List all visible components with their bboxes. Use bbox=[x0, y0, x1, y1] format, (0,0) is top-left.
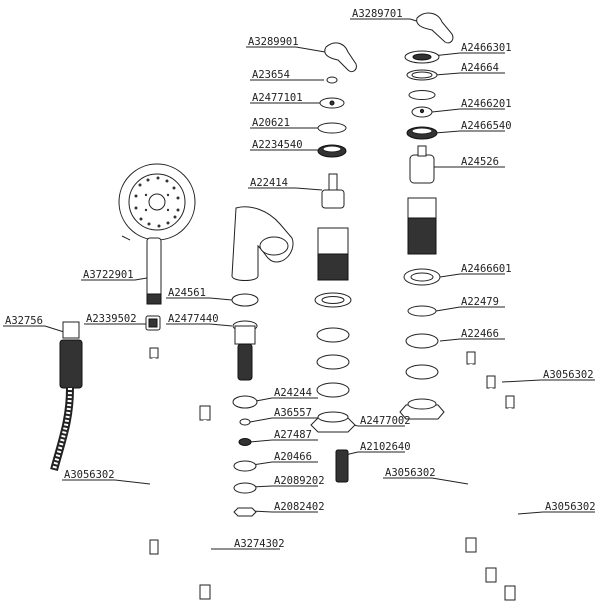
cap-dot-icon bbox=[419, 108, 425, 114]
washer-inner-icon bbox=[410, 272, 434, 282]
parts-drawing bbox=[50, 12, 516, 601]
washer-icon bbox=[233, 482, 257, 494]
body-cylinder-top-icon bbox=[317, 227, 349, 255]
part-label: A2477101 bbox=[252, 92, 303, 104]
o-ring-icon bbox=[317, 122, 347, 134]
o-ring-icon bbox=[231, 293, 259, 307]
part-label: A3289701 bbox=[352, 8, 403, 20]
part-label: A22466 bbox=[461, 328, 499, 340]
disc-hole-icon bbox=[329, 100, 335, 106]
washer-icon bbox=[232, 395, 258, 409]
hex-nut-top-icon bbox=[407, 398, 437, 410]
pipe-fitting-icon bbox=[505, 395, 515, 409]
flex-pipes bbox=[149, 347, 516, 601]
hose-connector-icon bbox=[62, 321, 80, 339]
pipe-fitting-icon bbox=[485, 567, 497, 583]
o-ring-icon bbox=[408, 90, 436, 100]
shower-handle-end-icon bbox=[146, 293, 162, 305]
o-ring-icon bbox=[316, 327, 350, 343]
small-ring-icon bbox=[239, 418, 251, 426]
disc-hole-icon bbox=[412, 53, 432, 61]
cartridge-stem-icon bbox=[417, 145, 427, 157]
part-label: A3274302 bbox=[234, 538, 285, 550]
pipe-fitting-icon bbox=[199, 405, 211, 421]
part-label: A20466 bbox=[274, 451, 312, 463]
body-cylinder-dark-icon bbox=[317, 253, 349, 281]
small-fitting-core-icon bbox=[148, 318, 158, 328]
lever-handle-right-icon bbox=[416, 12, 454, 44]
small-hex-nut-icon bbox=[233, 507, 257, 517]
part-label: A2234540 bbox=[252, 139, 303, 151]
part-label: A2477002 bbox=[360, 415, 411, 427]
part-label: A2466540 bbox=[461, 120, 512, 132]
pipe-fitting-icon bbox=[486, 375, 496, 389]
body-cylinder-dark-icon bbox=[407, 217, 437, 255]
part-label: A20621 bbox=[252, 117, 290, 129]
part-label: A22479 bbox=[461, 296, 499, 308]
pipe-fitting-icon bbox=[149, 539, 159, 555]
part-label: A3722901 bbox=[83, 269, 134, 281]
cartridge-stem-icon bbox=[328, 173, 338, 191]
o-ring-icon bbox=[405, 364, 439, 380]
shower-handle-icon bbox=[146, 237, 162, 301]
part-label: A24664 bbox=[461, 62, 499, 74]
pipe-fitting-icon bbox=[199, 584, 211, 600]
part-label: A2466201 bbox=[461, 98, 512, 110]
part-label: A3056302 bbox=[543, 369, 594, 381]
hose-sleeve-icon bbox=[59, 339, 83, 389]
part-label: A27487 bbox=[274, 429, 312, 441]
part-label: A2466301 bbox=[461, 42, 512, 54]
small-nut-icon bbox=[238, 438, 252, 446]
threaded-stud-icon bbox=[335, 449, 349, 483]
shower-nozzles bbox=[134, 176, 180, 228]
part-labels: A3289701 A3289901 A2466301 A24664 A23654… bbox=[5, 8, 596, 550]
fitting-thread-icon bbox=[237, 343, 253, 381]
part-label: A32756 bbox=[5, 315, 43, 327]
pipe-fitting-icon bbox=[504, 585, 516, 601]
lever-handle-left-icon bbox=[324, 42, 357, 73]
cartridge-icon bbox=[321, 189, 345, 209]
o-ring-icon bbox=[407, 305, 437, 317]
nut-inner-icon bbox=[411, 127, 433, 135]
o-ring-icon bbox=[316, 354, 350, 370]
part-label: A2477440 bbox=[168, 313, 219, 325]
cartridge-top-icon bbox=[409, 154, 435, 184]
part-label: A2339502 bbox=[86, 313, 137, 325]
pipe-fitting-icon bbox=[466, 351, 476, 365]
part-label: A3056302 bbox=[385, 467, 436, 479]
washer-icon bbox=[233, 460, 257, 472]
o-ring-icon bbox=[405, 333, 439, 349]
pipe-fitting-icon bbox=[149, 347, 159, 359]
part-label: A36557 bbox=[274, 407, 312, 419]
part-label: A24244 bbox=[274, 387, 312, 399]
part-label: A3289901 bbox=[248, 36, 299, 48]
small-ring-icon bbox=[326, 76, 338, 84]
spout-outlet-icon bbox=[259, 236, 289, 256]
part-label: A2466601 bbox=[461, 263, 512, 275]
hex-nut-top-icon bbox=[317, 411, 349, 423]
shower-center-icon bbox=[148, 193, 166, 211]
part-label: A22414 bbox=[250, 177, 288, 189]
body-cylinder-top-icon bbox=[407, 197, 437, 219]
part-label: A2082402 bbox=[274, 501, 325, 513]
part-label: A3056302 bbox=[545, 501, 596, 513]
part-label: A2102640 bbox=[360, 441, 411, 453]
nut-inner-icon bbox=[322, 145, 342, 153]
part-label: A2089202 bbox=[274, 475, 325, 487]
hex-nut-icon bbox=[399, 404, 445, 420]
part-label: A23654 bbox=[252, 69, 290, 81]
o-ring-icon bbox=[316, 382, 350, 398]
part-label: A24561 bbox=[168, 287, 206, 299]
ring-inner-icon bbox=[411, 71, 433, 79]
washer-inner-icon bbox=[321, 296, 345, 304]
part-label: A24526 bbox=[461, 156, 499, 168]
pipe-fitting-icon bbox=[465, 537, 477, 553]
part-label: A3056302 bbox=[64, 469, 115, 481]
fitting-body-icon bbox=[234, 325, 256, 345]
